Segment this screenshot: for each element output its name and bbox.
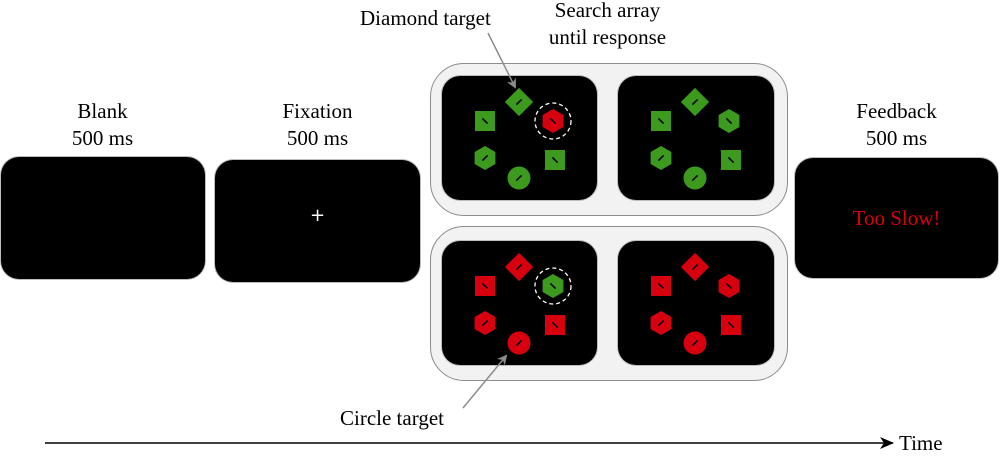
- line-segment-mark: [551, 321, 559, 329]
- search-item-square: [475, 111, 495, 131]
- blank-duration: 500 ms: [71, 126, 134, 150]
- search-item-square: [545, 150, 565, 170]
- diamond-target-arrow: [487, 32, 516, 89]
- line-segment-mark: [549, 282, 557, 290]
- blank-screen: [1, 157, 205, 279]
- search-duration: until response: [548, 25, 667, 49]
- singleton-highlight-ring: [534, 102, 572, 140]
- feedback-screen: Too Slow!: [795, 158, 998, 278]
- search-item-diamond: [680, 252, 710, 282]
- line-segment-mark: [691, 339, 699, 347]
- search-item-hexagon: [650, 146, 672, 170]
- search-item-square: [545, 315, 565, 335]
- search-item-hexagon: [650, 311, 672, 335]
- search-title: Search array: [554, 0, 661, 22]
- line-segment-mark: [515, 339, 523, 347]
- search-item-diamond: [504, 87, 534, 117]
- fixation-screen: +: [215, 160, 420, 282]
- search-item-hexagon: [474, 146, 496, 170]
- feedback-stage-label: Feedback 500 ms: [795, 98, 998, 152]
- search-item-hexagon: [718, 109, 740, 133]
- line-segment-mark: [657, 154, 665, 162]
- line-segment-mark: [515, 174, 523, 182]
- line-segment-mark: [515, 98, 523, 106]
- search-item-circle: [683, 166, 707, 190]
- line-segment-mark: [551, 156, 559, 164]
- blank-stage-label: Blank 500 ms: [0, 98, 205, 152]
- search-item-circle: [683, 331, 707, 355]
- feedback-message: Too Slow!: [852, 206, 941, 230]
- search-item-circle: [507, 331, 531, 355]
- line-segment-mark: [691, 174, 699, 182]
- line-segment-mark: [657, 117, 665, 125]
- line-segment-mark: [727, 321, 735, 329]
- search-item-square: [651, 111, 671, 131]
- singleton-highlight-ring: [534, 267, 572, 305]
- search-item-square: [721, 315, 741, 335]
- line-segment-mark: [691, 98, 699, 106]
- fixation-duration: 500 ms: [286, 126, 349, 150]
- line-segment-mark: [549, 117, 557, 125]
- line-segment-mark: [515, 263, 523, 271]
- line-segment-mark: [481, 117, 489, 125]
- line-segment-mark: [691, 263, 699, 271]
- line-segment-mark: [481, 319, 489, 327]
- fixation-cross: +: [309, 205, 326, 226]
- search-item-hexagon: [534, 102, 572, 140]
- line-segment-mark: [481, 154, 489, 162]
- search-item-diamond: [504, 252, 534, 282]
- circle-target-arrow: [462, 354, 508, 409]
- search-item-square: [721, 150, 741, 170]
- search-item-hexagon: [474, 311, 496, 335]
- feedback-title: Feedback: [856, 99, 937, 123]
- line-segment-mark: [657, 282, 665, 290]
- line-segment-mark: [727, 156, 735, 164]
- search-item-hexagon: [534, 267, 572, 305]
- diamond-target-label: Diamond target: [360, 6, 491, 30]
- search-item-square: [475, 276, 495, 296]
- search-item-circle: [507, 166, 531, 190]
- line-segment-mark: [657, 319, 665, 327]
- circle-target-label: Circle target: [340, 406, 444, 430]
- blank-title: Blank: [77, 99, 128, 123]
- search-items-layer: [474, 87, 741, 355]
- timeline-label: Time: [899, 431, 943, 455]
- search-item-square: [651, 276, 671, 296]
- search-stage-label: Search array until response: [535, 0, 680, 51]
- feedback-duration: 500 ms: [865, 126, 928, 150]
- line-segment-mark: [481, 282, 489, 290]
- fixation-title: Fixation: [282, 99, 353, 123]
- search-item-hexagon: [718, 274, 740, 298]
- line-segment-mark: [725, 282, 733, 290]
- fixation-stage-label: Fixation 500 ms: [215, 98, 420, 152]
- search-item-diamond: [680, 87, 710, 117]
- line-segment-mark: [725, 117, 733, 125]
